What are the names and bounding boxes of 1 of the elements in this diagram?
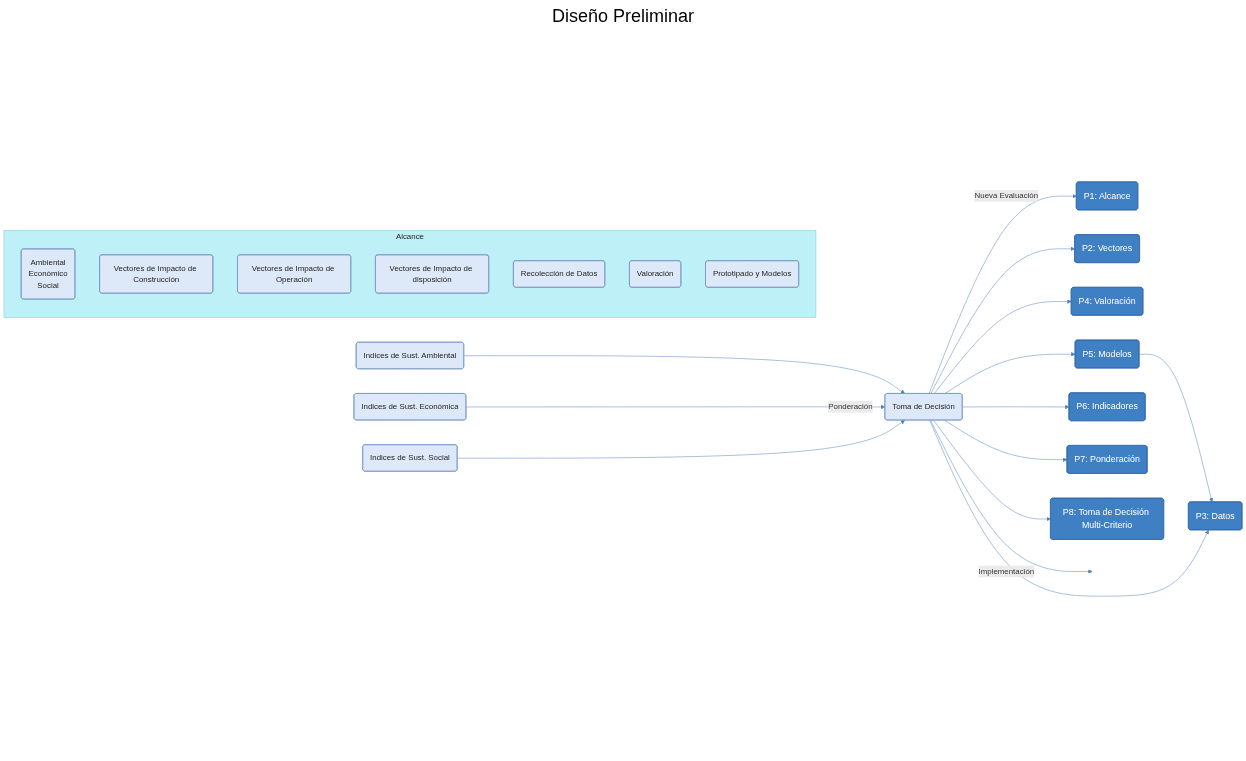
diagram-title: Diseño Preliminar	[550, 6, 696, 27]
